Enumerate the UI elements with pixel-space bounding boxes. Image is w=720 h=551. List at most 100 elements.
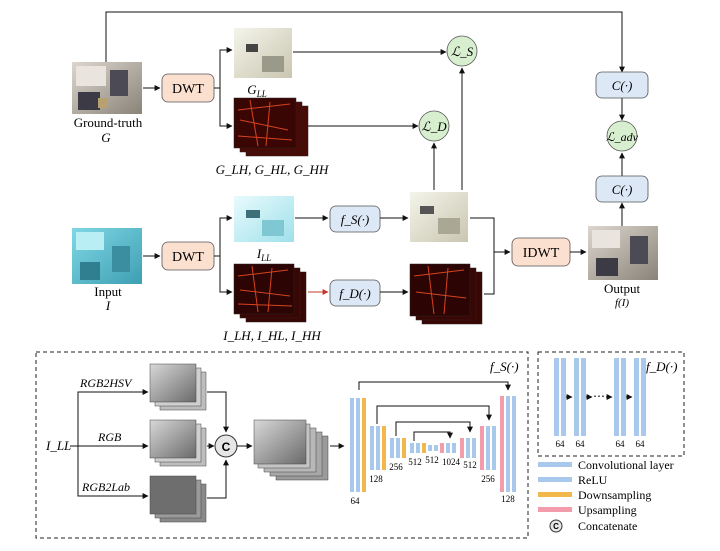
loss-s-node [446, 35, 478, 67]
unet-bar-conv [350, 398, 354, 492]
unet-layers [350, 396, 516, 492]
gt-to-critic-line [105, 11, 625, 73]
unet-bar-conv [472, 438, 476, 458]
unet-label-512b: 512 [425, 455, 439, 465]
unet-bar-down [362, 398, 366, 492]
unet-bar-conv [396, 438, 400, 458]
unet-bar-conv [356, 398, 360, 492]
dwt-label-mid: DWT [172, 250, 204, 265]
unet-label-512c: 512 [463, 460, 477, 470]
input-label: Input [94, 284, 122, 299]
legend: Convolutional layer ReLU Downsampling Up… [538, 458, 674, 533]
unet-bar-conv [376, 426, 380, 470]
unet-bar-down [402, 438, 406, 458]
enhanced-ll-image [410, 192, 468, 242]
idwt-label: IDWT [523, 246, 560, 261]
critic-label-bottom: C(·) [612, 182, 633, 197]
fd-layers [554, 358, 646, 436]
i-high-label: I_LH, I_HL, I_HH [222, 328, 321, 343]
unet-bar-conv [446, 443, 450, 453]
fd-label-4: 64 [636, 439, 646, 449]
unet-label-128: 128 [369, 474, 383, 484]
fs-panel [35, 351, 529, 539]
input-image [72, 228, 142, 284]
lab-image-stack [149, 475, 207, 523]
legend-up-label: Upsampling [578, 503, 637, 517]
unet-bar-up [500, 396, 504, 492]
legend-swatch-relu [538, 477, 572, 482]
output-image [588, 226, 658, 280]
unet-bar-conv [410, 443, 414, 453]
gll-image [234, 28, 292, 78]
fd-ellipsis: ⋯ [593, 389, 605, 403]
unet-bar-conv [492, 426, 496, 470]
unet-bar-up [440, 443, 444, 453]
ground-truth-image [72, 62, 142, 114]
ill-image [234, 196, 294, 242]
dwt-label-top: DWT [172, 82, 204, 97]
hsv-image-stack [149, 363, 207, 411]
legend-conv-label: Convolutional layer [578, 458, 674, 472]
unet-bar-conv [370, 426, 374, 470]
unet-bar-down [382, 426, 386, 470]
g-high-freq-stack [233, 97, 309, 157]
unet-bar-conv [428, 445, 432, 451]
gt-symbol: G [101, 130, 111, 145]
legend-swatch-conv [538, 462, 572, 467]
unet-bar-up [480, 426, 484, 470]
gll-label: GLL [247, 82, 266, 99]
unet-skip-connections [358, 381, 511, 441]
loss-adv-node [606, 120, 638, 152]
legend-concat-label: Concatenate [578, 519, 637, 533]
unet-label-64: 64 [351, 496, 361, 506]
concat-symbol: C [222, 440, 231, 454]
branch-lab-label: RGB2Lab [81, 480, 130, 494]
unet-bar-conv [434, 445, 438, 451]
unet-bar-conv [512, 396, 516, 492]
fd-label: f_D(·) [339, 286, 370, 301]
output-label: Output [604, 281, 641, 296]
i-high-freq-stack [233, 263, 307, 323]
loss-d-label: ℒ_D [421, 119, 447, 134]
loss-d-node [418, 110, 450, 142]
unet-bar-conv [506, 396, 510, 492]
unet-bar-up [460, 438, 464, 458]
unet-bar-conv [416, 443, 420, 453]
fd-panel-title: f_D(·) [646, 359, 677, 374]
unet-bar-down [422, 443, 426, 453]
branch-hsv-label: RGB2HSV [79, 376, 133, 390]
fs-label: f_S(·) [341, 212, 370, 227]
fd-label-1: 64 [556, 439, 566, 449]
loss-s-label: ℒ_S [451, 44, 474, 59]
g-high-label: G_LH, G_HL, G_HH [216, 162, 329, 177]
legend-down-label: Downsampling [578, 488, 651, 502]
unet-label-128b: 128 [501, 494, 515, 504]
legend-concat-symbol: C [553, 522, 559, 531]
fd-panel [537, 351, 685, 457]
legend-relu-label: ReLU [578, 473, 608, 487]
unet-label-1024: 1024 [442, 457, 461, 467]
legend-swatch-up [538, 507, 572, 512]
unet-bar-conv [390, 438, 394, 458]
fd-box [329, 279, 381, 307]
unet-label-512a: 512 [408, 457, 422, 467]
legend-concat-icon [549, 519, 563, 533]
loss-adv-label: ℒ_adv [606, 130, 639, 144]
input-symbol: I [105, 298, 111, 313]
ill-label: ILL [256, 246, 271, 263]
fd-label-2: 64 [576, 439, 586, 449]
critic-label-top: C(·) [612, 78, 633, 93]
fd-label-3: 64 [616, 439, 626, 449]
unet-label-256b: 256 [481, 474, 495, 484]
output-symbol: f(I) [615, 297, 629, 309]
unet-label-256: 256 [389, 462, 403, 472]
fs-panel-title: f_S(·) [490, 359, 519, 374]
fs-input-label: I_LL [45, 438, 71, 453]
unet-bar-conv [466, 438, 470, 458]
rgb-image-stack [149, 419, 207, 467]
enhanced-high-freq-stack [409, 263, 483, 325]
fs-box [329, 205, 381, 233]
branch-rgb-label: RGB [97, 430, 122, 444]
critic-box-bottom [595, 175, 649, 203]
